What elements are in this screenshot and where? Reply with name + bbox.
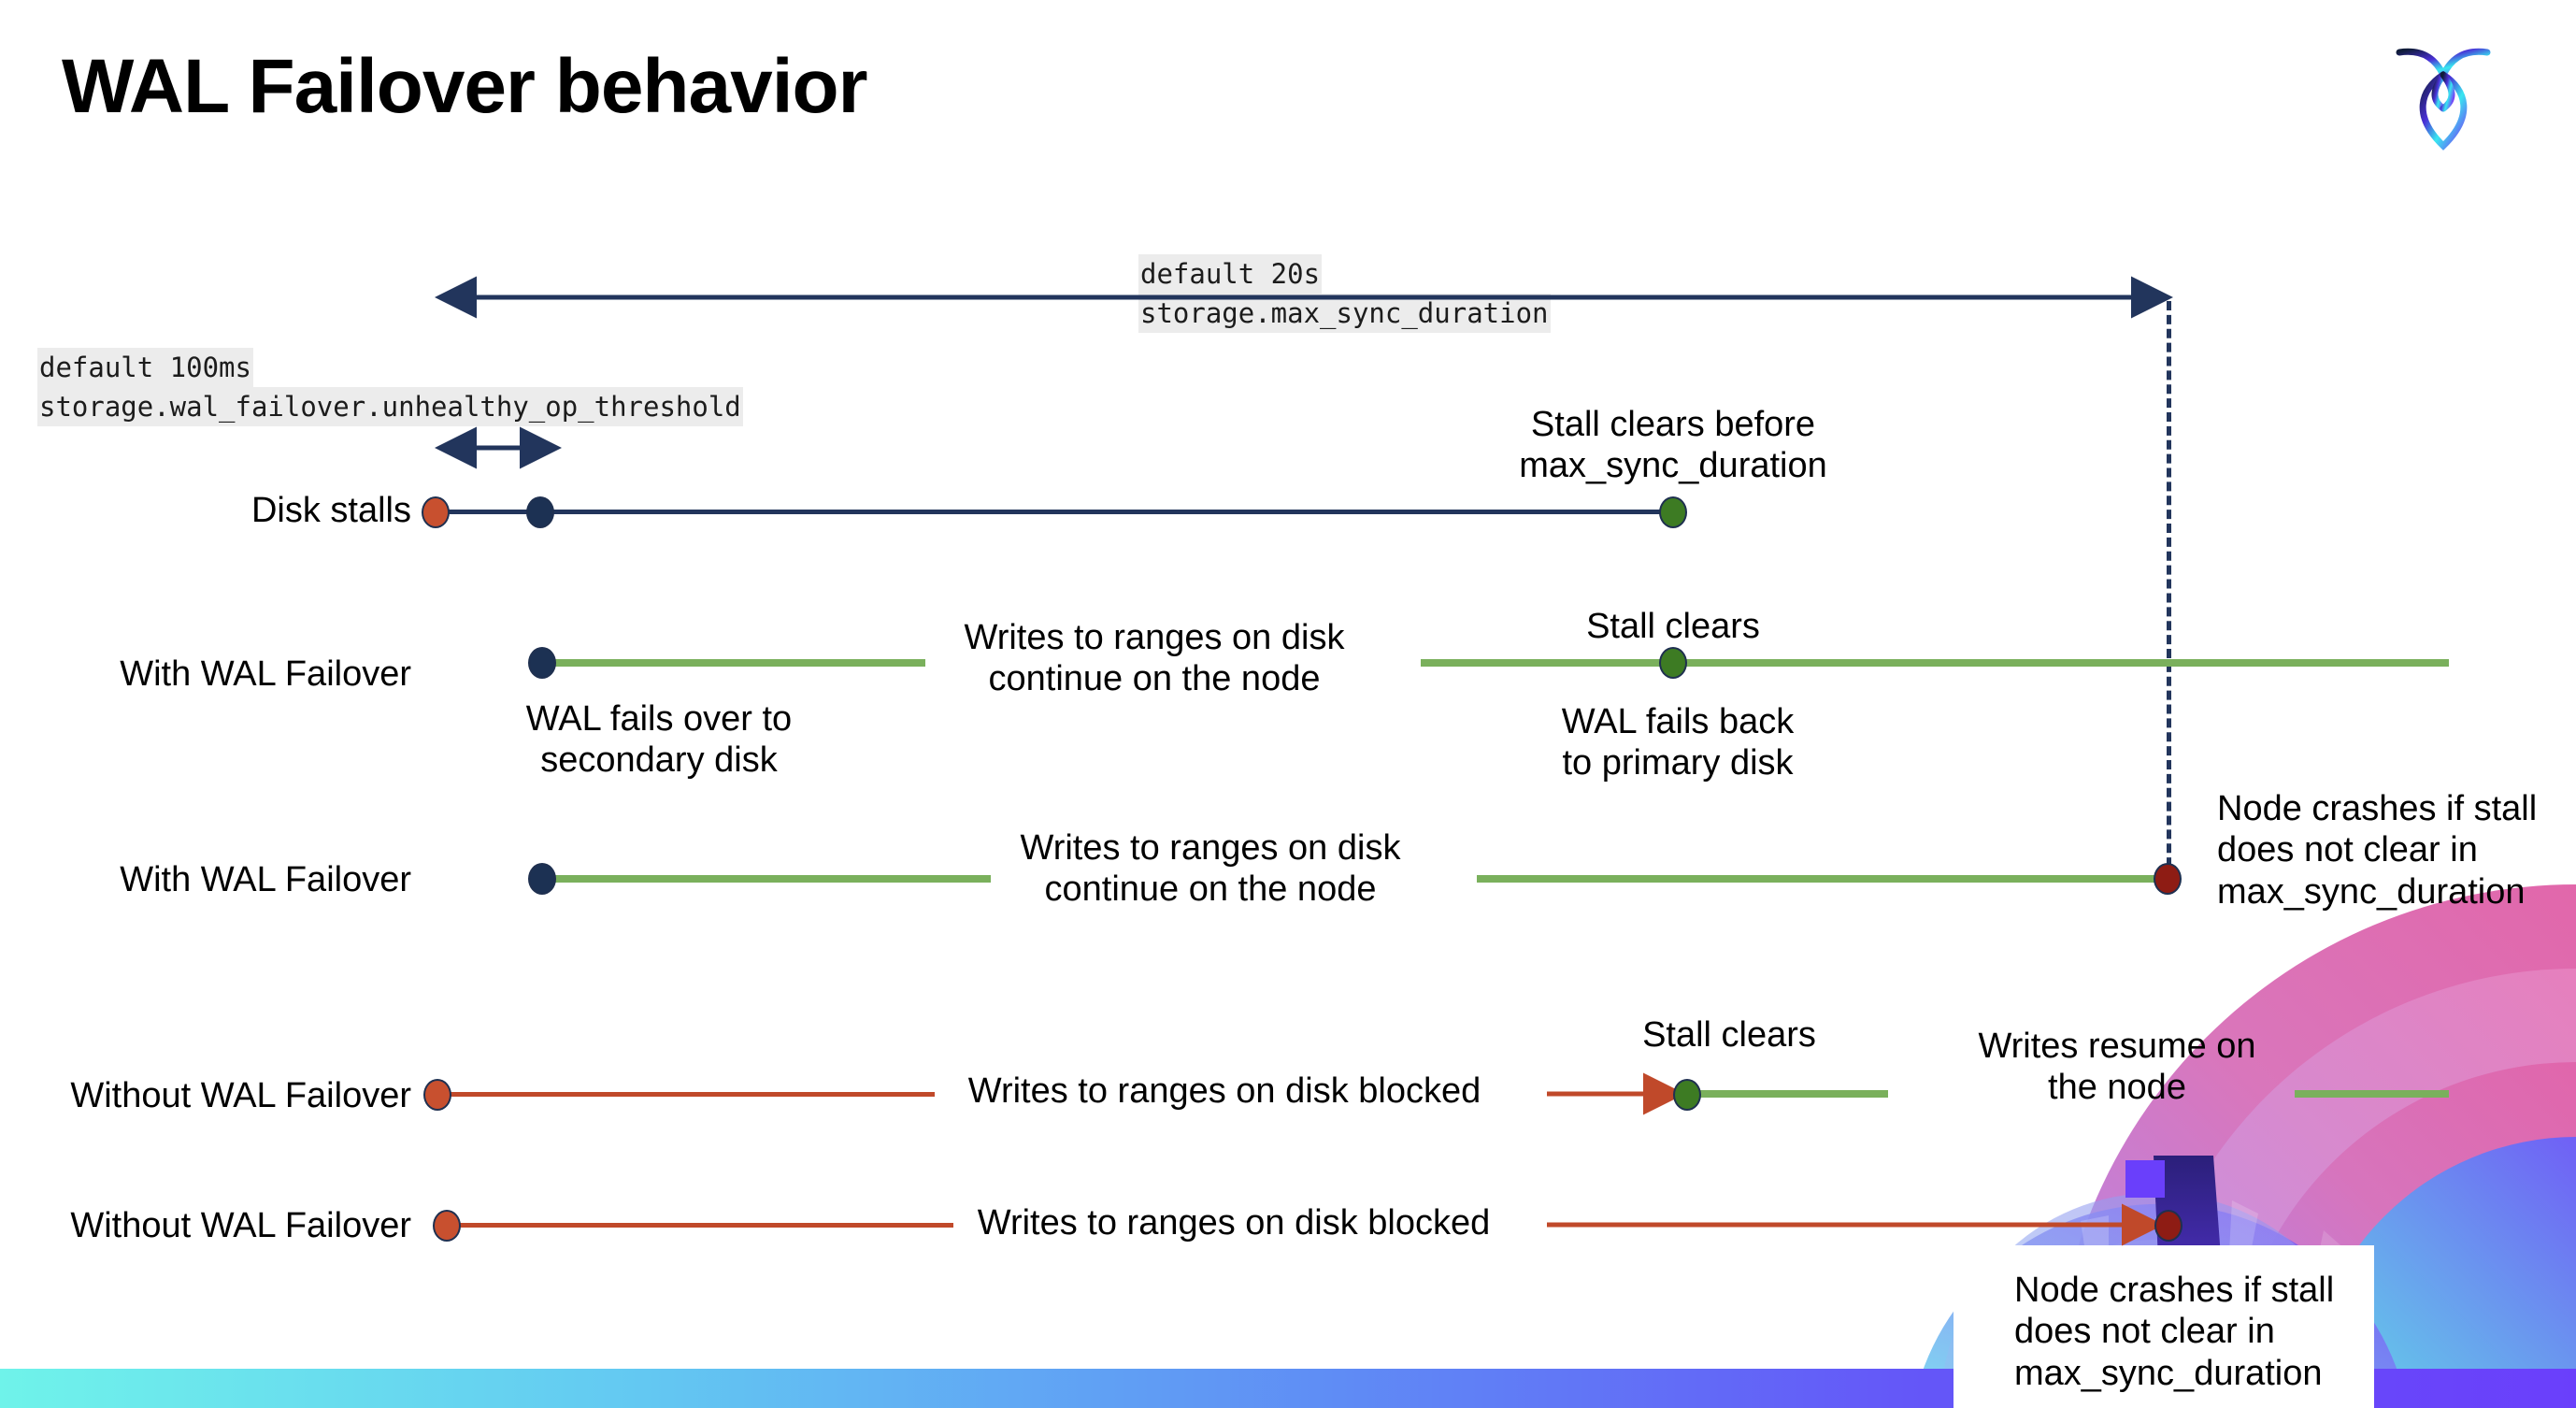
row1-timeline bbox=[436, 510, 1679, 514]
row4-timeline-resume bbox=[1687, 1090, 1888, 1098]
row5-node-crash-marker[interactable] bbox=[2154, 1210, 2182, 1242]
row5-timeline-blocked bbox=[458, 1223, 953, 1228]
row4-timeline-blocked bbox=[449, 1092, 935, 1097]
callout-node-crashes-2: Node crashes if stall does not clear in … bbox=[2014, 1271, 2335, 1393]
page-title: WAL Failover behavior bbox=[62, 44, 868, 129]
callout-white-card bbox=[1953, 1245, 2374, 1408]
row-label-with-wal-failover-2: With WAL Failover bbox=[120, 860, 411, 899]
max-sync-dropline bbox=[2167, 301, 2171, 881]
row2-timeline-right bbox=[1421, 659, 2449, 667]
row1-stall-start-marker[interactable] bbox=[422, 496, 450, 528]
row4-timeline-resume-far bbox=[2295, 1090, 2449, 1098]
unhealthy-setting-line: storage.wal_failover.unhealthy_op_thresh… bbox=[37, 387, 743, 427]
row3-failover-marker[interactable] bbox=[528, 863, 556, 895]
row3-timeline-right bbox=[1477, 875, 2173, 883]
row5-stall-start-marker[interactable] bbox=[433, 1210, 461, 1242]
callout-writes-blocked-1: Writes to ranges on disk blocked bbox=[967, 1071, 1481, 1111]
callout-stall-clears-before: Stall clears before max_sync_duration bbox=[1519, 405, 1827, 486]
row-label-without-wal-failover-2: Without WAL Failover bbox=[70, 1206, 411, 1245]
max-sync-setting-line: storage.max_sync_duration bbox=[1138, 294, 1551, 334]
callout-wal-fails-over: WAL fails over to secondary disk bbox=[525, 699, 793, 781]
max-sync-duration-annotation: default 20s storage.max_sync_duration bbox=[1138, 254, 1551, 334]
row-label-disk-stalls: Disk stalls bbox=[250, 491, 411, 530]
row2-timeline-left bbox=[542, 659, 925, 667]
row3-timeline-left bbox=[542, 875, 991, 883]
max-sync-default-line: default 20s bbox=[1138, 254, 1323, 295]
unhealthy-op-threshold-annotation: default 100ms storage.wal_failover.unhea… bbox=[37, 348, 743, 427]
callout-writes-blocked-2: Writes to ranges on disk blocked bbox=[977, 1203, 1491, 1243]
callout-wal-fails-back: WAL fails back to primary disk bbox=[1561, 702, 1795, 783]
row1-failover-marker[interactable] bbox=[526, 496, 554, 528]
callout-stall-clears-2: Stall clears bbox=[1586, 607, 1760, 646]
row4-stall-start-marker[interactable] bbox=[423, 1079, 451, 1111]
row4-stall-clears-marker[interactable] bbox=[1673, 1079, 1701, 1111]
row2-failover-marker[interactable] bbox=[528, 647, 556, 679]
callout-writes-resume: Writes resume on the node bbox=[1978, 1027, 2256, 1108]
row-label-without-wal-failover-1: Without WAL Failover bbox=[70, 1076, 411, 1115]
callout-writes-continue-1: Writes to ranges on disk continue on the… bbox=[964, 618, 1345, 699]
row1-stall-clears-marker[interactable] bbox=[1659, 496, 1687, 528]
row2-stall-clears-marker[interactable] bbox=[1659, 647, 1687, 679]
callout-node-crashes-1: Node crashes if stall does not clear in … bbox=[2217, 789, 2538, 912]
row-label-with-wal-failover-1: With WAL Failover bbox=[120, 654, 411, 694]
callout-stall-clears-3: Stall clears bbox=[1642, 1015, 1816, 1055]
callout-writes-continue-2: Writes to ranges on disk continue on the… bbox=[1020, 828, 1401, 910]
row3-node-crash-marker[interactable] bbox=[2154, 863, 2182, 895]
unhealthy-default-line: default 100ms bbox=[37, 348, 253, 388]
cockroachdb-logo-icon bbox=[2396, 48, 2491, 151]
